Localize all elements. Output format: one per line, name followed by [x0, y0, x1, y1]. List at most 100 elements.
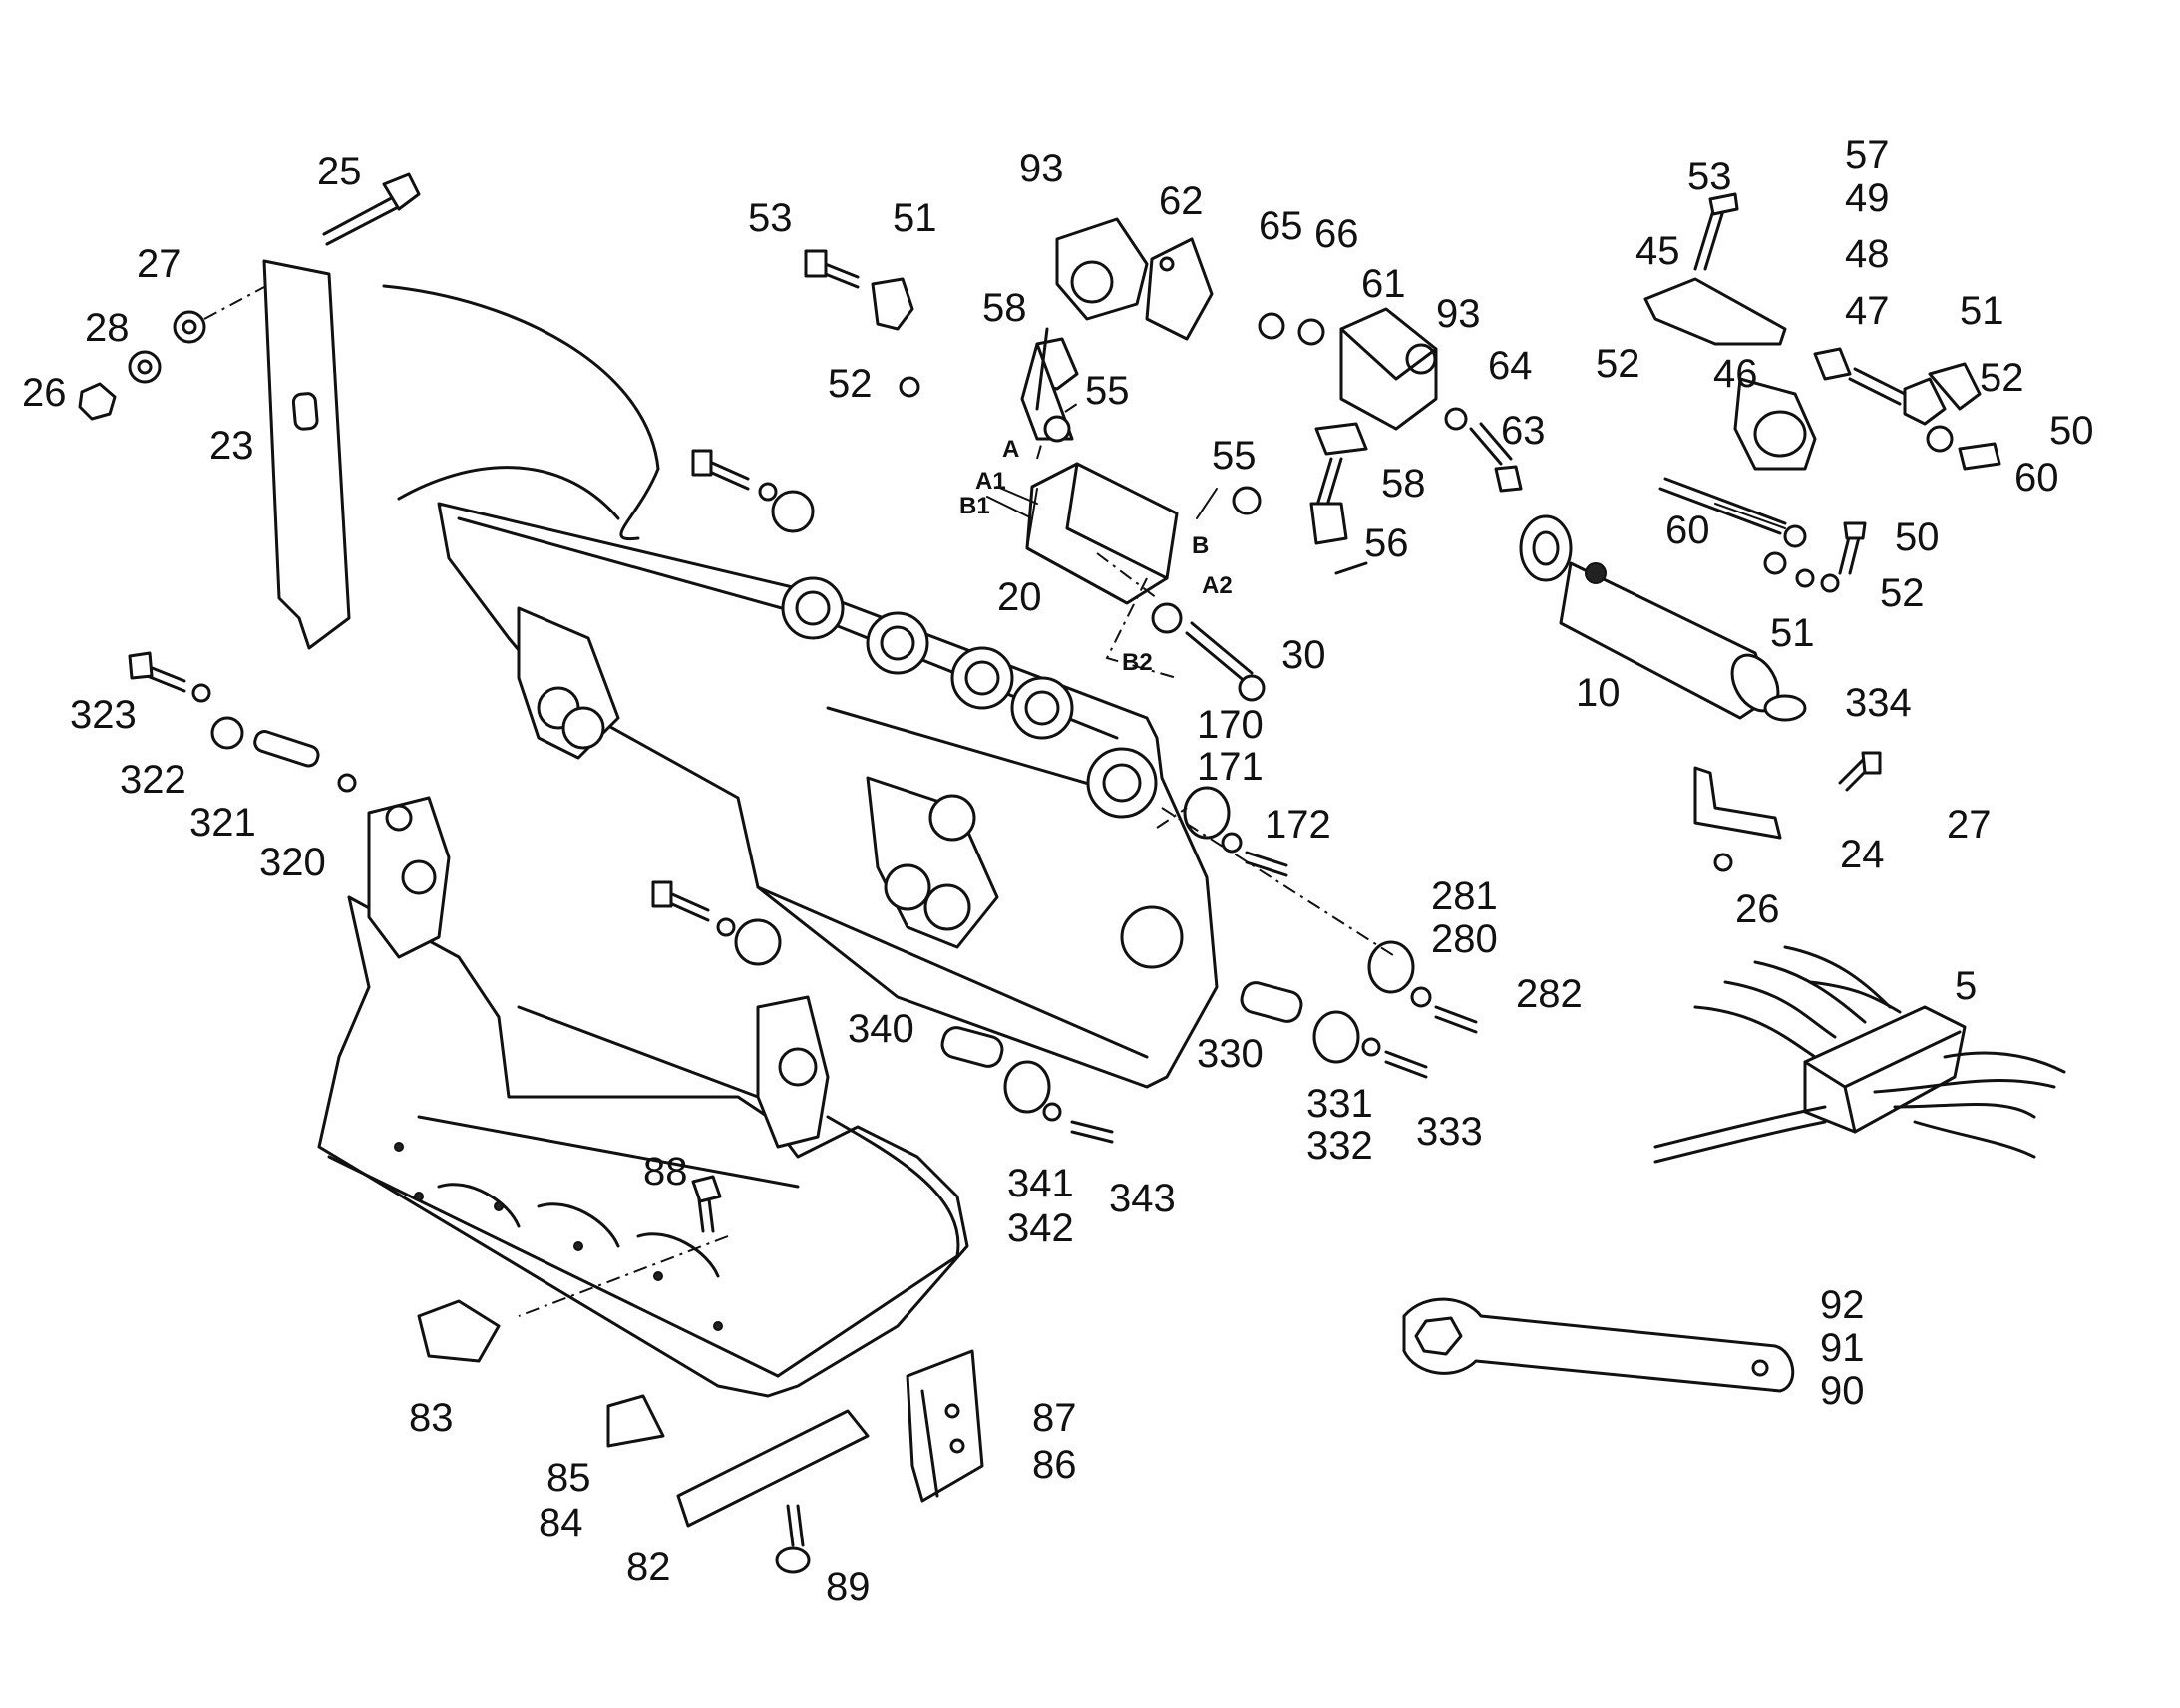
callout-281: 281 — [1431, 874, 1498, 918]
callout-56: 56 — [1364, 521, 1409, 565]
callout-87: 87 — [1032, 1396, 1077, 1440]
callout-333: 333 — [1416, 1110, 1483, 1154]
callout-86: 86 — [1032, 1443, 1077, 1487]
callout-321: 321 — [189, 801, 256, 845]
bolt-30 — [1151, 602, 1266, 702]
bolt-63-64 — [1334, 407, 1523, 575]
callout-82: 82 — [626, 1545, 671, 1589]
callout-64: 64 — [1488, 344, 1533, 388]
callout-93: 93 — [1019, 147, 1064, 190]
callout-26: 26 — [1735, 887, 1780, 931]
hose-60 — [1658, 477, 1867, 593]
callout-88: 88 — [643, 1150, 688, 1194]
port-label-b2: B2 — [1122, 649, 1153, 676]
callout-85: 85 — [546, 1456, 591, 1500]
callout-282: 282 — [1516, 972, 1583, 1016]
callout-340: 340 — [848, 1007, 914, 1051]
wear-parts-82-89 — [417, 1175, 984, 1574]
callout-334: 334 — [1845, 681, 1912, 725]
callout-171: 171 — [1197, 745, 1264, 789]
callout-61: 61 — [1361, 262, 1406, 306]
callout-93: 93 — [1436, 292, 1481, 336]
callout-60: 60 — [2014, 456, 2059, 500]
callout-53: 53 — [748, 196, 793, 240]
bolt-set-320-323 — [128, 651, 357, 793]
callout-83: 83 — [409, 1396, 454, 1440]
port-label-a1: A1 — [975, 468, 1006, 495]
callout-92: 92 — [1820, 1283, 1865, 1327]
callout-52: 52 — [1596, 342, 1640, 386]
port-label-a2: A2 — [1202, 572, 1233, 599]
callout-66: 66 — [1314, 212, 1359, 256]
callout-330: 330 — [1197, 1032, 1264, 1076]
callout-51: 51 — [893, 196, 937, 240]
callout-89: 89 — [826, 1565, 871, 1609]
callout-5: 5 — [1955, 964, 1977, 1008]
callout-342: 342 — [1007, 1206, 1074, 1250]
callout-51: 51 — [1960, 289, 2004, 333]
port-label-b: B — [1192, 532, 1209, 559]
callout-50: 50 — [2049, 409, 2094, 453]
callout-46: 46 — [1713, 352, 1758, 396]
guide-plate-23 — [262, 259, 351, 650]
callout-172: 172 — [1265, 803, 1331, 847]
callout-57: 57 — [1845, 133, 1890, 176]
callout-47: 47 — [1845, 289, 1890, 333]
callout-49: 49 — [1845, 176, 1890, 220]
callout-90: 90 — [1820, 1369, 1865, 1413]
callout-25: 25 — [317, 150, 362, 193]
callout-170: 170 — [1197, 703, 1264, 747]
callout-52: 52 — [828, 362, 873, 406]
callout-341: 341 — [1007, 1162, 1074, 1205]
callout-26: 26 — [22, 371, 67, 415]
bracket-24 — [1693, 751, 1882, 872]
callout-52: 52 — [1980, 356, 2024, 400]
distributor-5 — [1653, 945, 2066, 1164]
callout-10: 10 — [1576, 671, 1621, 715]
callout-320: 320 — [259, 841, 326, 884]
callout-323: 323 — [70, 693, 137, 737]
callout-65: 65 — [1259, 204, 1303, 248]
bolt-51-53 — [804, 249, 920, 398]
callout-52: 52 — [1880, 571, 1925, 615]
callout-322: 322 — [120, 758, 186, 802]
callout-24: 24 — [1840, 833, 1885, 876]
callout-331: 331 — [1306, 1082, 1373, 1126]
blade-base-plate — [317, 796, 969, 1398]
bolt-25 — [322, 172, 421, 246]
solenoid-61-93 — [1196, 307, 1438, 545]
callout-45: 45 — [1635, 229, 1680, 273]
callout-27: 27 — [137, 242, 182, 286]
callout-28: 28 — [85, 306, 130, 350]
callout-63: 63 — [1501, 409, 1546, 453]
callout-23: 23 — [209, 424, 254, 468]
callout-50: 50 — [1895, 515, 1940, 559]
callout-280: 280 — [1431, 917, 1498, 961]
callout-91: 91 — [1820, 1326, 1865, 1370]
port-label-a: A — [1002, 436, 1019, 463]
callout-51: 51 — [1770, 611, 1815, 655]
callout-332: 332 — [1306, 1124, 1373, 1168]
dozer-blade-frame — [382, 284, 1219, 1089]
callout-55: 55 — [1085, 369, 1130, 413]
solenoid-62-93 — [1020, 217, 1214, 443]
callout-60: 60 — [1665, 509, 1710, 552]
callout-343: 343 — [1109, 1177, 1176, 1220]
wrench-90-92 — [1402, 1297, 1795, 1393]
callout-58: 58 — [982, 286, 1027, 330]
mount-45-46 — [1643, 192, 2001, 471]
callout-20: 20 — [997, 575, 1042, 619]
callout-27: 27 — [1947, 803, 1992, 847]
callout-58: 58 — [1381, 462, 1426, 506]
washers-26-28 — [78, 286, 265, 421]
bolt-set-mid — [651, 449, 815, 966]
callout-84: 84 — [539, 1501, 583, 1544]
callout-48: 48 — [1845, 232, 1890, 276]
callout-62: 62 — [1159, 179, 1204, 223]
callout-53: 53 — [1687, 155, 1732, 198]
hydraulic-cylinder-10 — [1519, 514, 1807, 722]
pins-280-343 — [940, 786, 1478, 1144]
